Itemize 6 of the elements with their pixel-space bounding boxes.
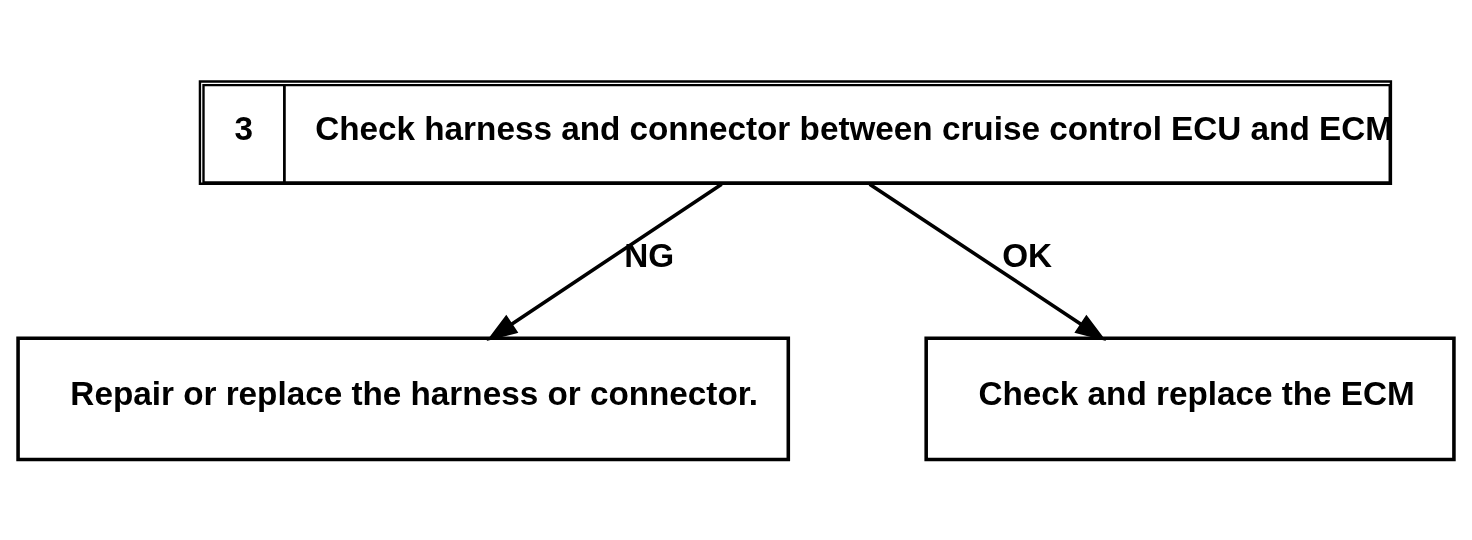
node-box: Check and replace the ECM bbox=[924, 335, 1456, 461]
edge-label: NG bbox=[624, 236, 675, 274]
arrow bbox=[868, 182, 1107, 341]
node-box: Repair or replace the harness or connector. bbox=[16, 335, 791, 461]
arrow bbox=[486, 182, 723, 341]
edge-label: OK bbox=[1002, 236, 1053, 274]
